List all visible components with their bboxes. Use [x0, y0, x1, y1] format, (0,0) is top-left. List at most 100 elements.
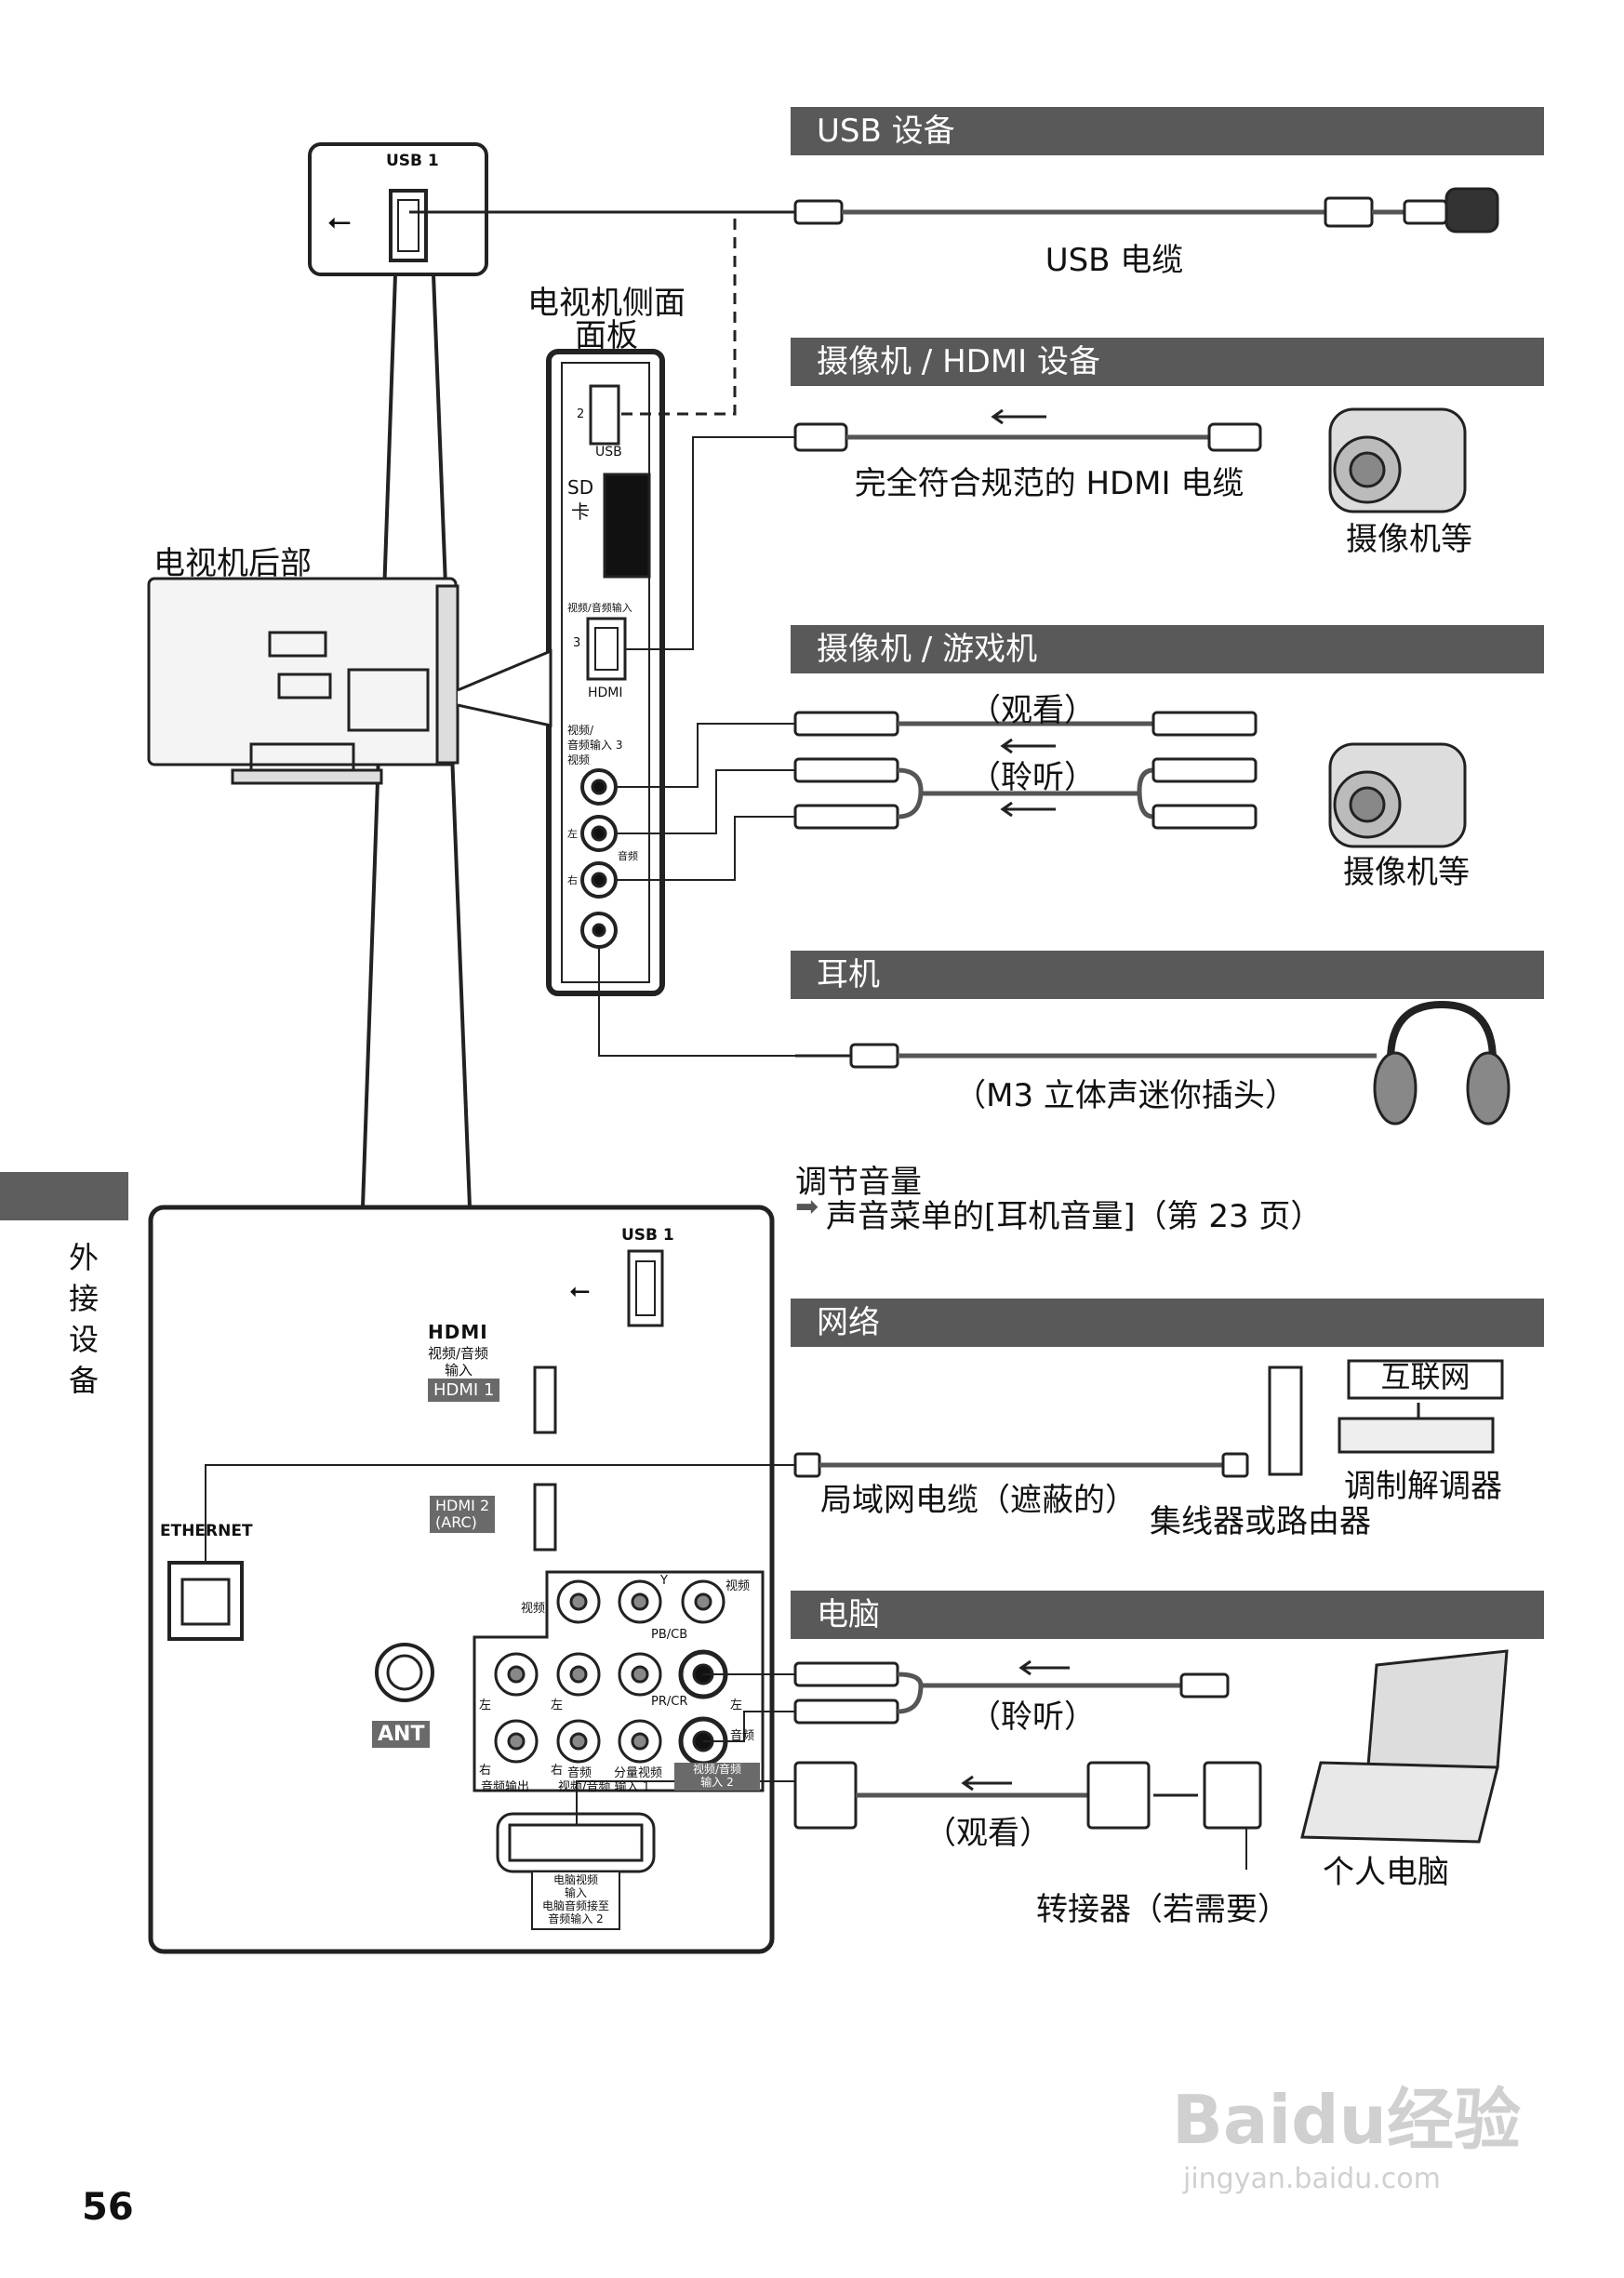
ethernet-label: ETHERNET [160, 1522, 253, 1540]
lan-cable-label: 局域网电缆（遮蔽的） [820, 1482, 1137, 1519]
side-av3-label-2: 音频输入 3 [567, 739, 623, 752]
tv-side-panel-label-1: 电视机侧面 [527, 285, 686, 322]
rear-component-label: 分量视频 [614, 1766, 663, 1780]
arrow-right-icon: ➡ [795, 1191, 819, 1223]
hdmi-plug-left [793, 422, 848, 452]
page-number: 56 [82, 2186, 134, 2229]
usb-plug-right [1403, 199, 1448, 225]
rear-usb1-label: USB 1 [621, 1226, 674, 1245]
section-usb: USB 设备 [791, 107, 1544, 155]
side-sd-label-2: 卡 [571, 500, 590, 523]
side-av-in-label: 视频/音频输入 [567, 602, 632, 614]
rear-av-in2-label-2: 输入 2 [700, 1776, 734, 1789]
side-left-label: 左 [567, 828, 578, 840]
side-av3-video: 视频 [567, 753, 591, 766]
rear-pc-label: 电脑视频 输入 电脑音频接至 音频输入 2 [534, 1873, 618, 1925]
rear-pr-label: PR/CR [651, 1695, 688, 1709]
tv-rear-panel-zoom [148, 1205, 775, 1954]
rear-video-label: 视频 [521, 1602, 546, 1616]
side-right-label: 右 [567, 874, 578, 886]
personal-pc-label: 个人电脑 [1323, 1854, 1449, 1891]
side-tab-char-2: 接 [68, 1281, 99, 1316]
ant-chip: ANT [372, 1721, 431, 1748]
lan-plug-right [1221, 1452, 1249, 1478]
mini-plug [849, 1043, 899, 1069]
hub-router-label: 集线器或路由器 [1150, 1503, 1371, 1540]
lan-plug-left [793, 1452, 821, 1478]
rear-hdmi-av-label-1: 视频/音频 [428, 1345, 489, 1362]
tv-rear-label: 电视机后部 [153, 545, 312, 582]
side-tab-char-3: 设 [68, 1322, 99, 1357]
rear-audio2-label: 音频 [730, 1729, 755, 1743]
rear-right-label: 右 [479, 1764, 492, 1778]
rear-left2-label: 左 [551, 1699, 564, 1712]
side-tab-text: 外 接 设 备 [65, 1237, 102, 1401]
section-hdmi-camera: 摄像机 / HDMI 设备 [791, 338, 1544, 386]
usb-device [1444, 187, 1499, 233]
rear-left-label: 左 [479, 1699, 492, 1712]
camcorder-icon-2 [1328, 742, 1467, 848]
volume-desc: 声音菜单的[耳机音量]（第 23 页） [826, 1198, 1323, 1235]
pc-watch-label: （观看） [925, 1815, 1051, 1852]
rear-right2-label: 右 [551, 1764, 564, 1778]
rear-pc-label-3: 电脑音频接至 [541, 1899, 609, 1912]
section-pc: 电脑 [791, 1591, 1544, 1639]
side-tab-marker [0, 1172, 128, 1220]
usb-plug-left [793, 199, 844, 225]
hdmi2-label-1: HDMI 2 [435, 1497, 490, 1514]
hdmi-logo: HDMI [428, 1321, 488, 1343]
side-usb-label: USB [595, 445, 622, 460]
rear-video2-label: 视频 [725, 1579, 751, 1593]
internet-label: 互联网 [1380, 1359, 1471, 1394]
volume-title: 调节音量 [795, 1164, 922, 1201]
mini-plug-label: （M3 立体声迷你插头） [954, 1077, 1297, 1114]
tv-side-panel-label-2: 面板 [575, 317, 638, 354]
rear-audio-small-label: 音频 [567, 1766, 592, 1780]
camcorder-label-1: 摄像机等 [1346, 521, 1472, 558]
modem-icon [1338, 1417, 1495, 1454]
side-sd-label-1: SD [567, 476, 594, 499]
side-tab-char-1: 外 [68, 1240, 99, 1275]
usb-ferrite [1324, 196, 1374, 228]
usb-symbol-icon: ⭠ [327, 203, 352, 238]
usb1-port [389, 189, 428, 262]
pc-listen-label: （聆听） [969, 1699, 1096, 1736]
side-hdmi-number: 3 [573, 636, 581, 650]
rear-av-in1-label: 视频/音频 输入 1 [558, 1780, 650, 1794]
usb1-callout-label: USB 1 [386, 152, 439, 170]
adapter-label: 转接器（若需要） [1036, 1891, 1289, 1928]
watermark: Baidu经验 jingyan.baidu.com [1172, 2065, 1521, 2195]
usb-cable-label: USB 电缆 [1045, 242, 1184, 279]
rear-av-in2-chip: 视频/音频 输入 2 [674, 1763, 760, 1791]
side-hdmi-label: HDMI [588, 686, 623, 700]
laptop-icon [1300, 1649, 1509, 1844]
side-usb-number: 2 [577, 407, 585, 421]
hdmi-cable-label: 完全符合规范的 HDMI 电缆 [854, 465, 1245, 502]
section-headphones: 耳机 [791, 951, 1544, 999]
rear-left3-label: 左 [730, 1699, 743, 1712]
side-audio-label: 音频 [618, 850, 638, 862]
hdmi2-chip: HDMI 2 (ARC) [430, 1496, 496, 1533]
hdmi2-label-2: (ARC) [435, 1513, 477, 1531]
camcorder-label-2: 摄像机等 [1343, 854, 1470, 891]
listen-label: （聆听） [969, 759, 1096, 796]
side-tab-char-4: 备 [68, 1363, 99, 1398]
rear-pc-label-4: 音频输入 2 [548, 1912, 604, 1925]
dashed-usb-link [621, 212, 737, 416]
rear-y-label: Y [660, 1574, 668, 1588]
headphones-icon [1373, 1000, 1511, 1126]
tv-rear-body [147, 577, 458, 766]
watch-label: （观看） [969, 692, 1096, 729]
rear-av-in2-label-1: 视频/音频 [692, 1763, 742, 1776]
rear-audio-out-label: 音频输出 [481, 1780, 530, 1794]
rear-hdmi-av-label-2: 输入 [445, 1362, 473, 1379]
camcorder-icon-1 [1328, 407, 1467, 513]
hdmi1-chip: HDMI 1 [428, 1379, 500, 1402]
watermark-brand: Baidu经验 [1172, 2081, 1521, 2159]
section-network: 网络 [791, 1299, 1544, 1347]
rear-pc-label-1: 电脑视频 [552, 1873, 598, 1886]
side-av3-label-1: 视频/ [567, 724, 594, 737]
usb1-callout-box [308, 142, 488, 276]
vga-port [508, 1823, 644, 1862]
